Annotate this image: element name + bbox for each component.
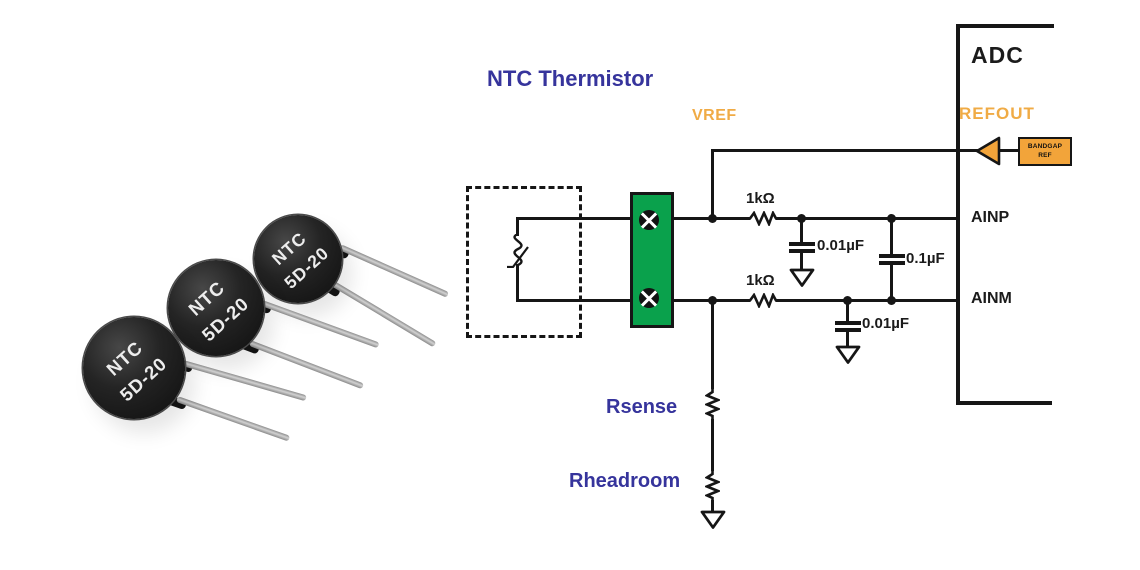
adc-box-top-border (956, 24, 1054, 28)
component-lead (175, 396, 291, 442)
wire (800, 217, 803, 242)
rheadroom-resistor-symbol (705, 470, 720, 502)
capacitor-symbol (835, 321, 861, 325)
wire (890, 264, 893, 301)
wire (846, 299, 849, 321)
bandgap-label-line2: REF (1038, 151, 1052, 159)
ainm-label: AINM (971, 290, 1012, 307)
cap-diff-value: 0.1µF (906, 250, 945, 267)
junction-dot (708, 296, 717, 305)
wire-ainp (776, 217, 958, 220)
refout-label: REFOUT (959, 104, 1035, 123)
junction-dot (708, 214, 717, 223)
terminal-screw-icon (639, 288, 659, 308)
ground-symbol (835, 345, 861, 364)
ground-symbol (789, 268, 815, 287)
bandgap-label-line1: BANDGAP (1027, 143, 1063, 151)
adc-label: ADC (971, 42, 1024, 68)
capacitor-symbol (879, 261, 905, 265)
rsense-resistor-symbol (705, 388, 720, 420)
junction-dot (887, 296, 896, 305)
junction-dot (797, 214, 806, 223)
wire (516, 217, 519, 236)
adc-box-bottom-border (956, 401, 1052, 405)
resistor-top-value: 1kΩ (746, 190, 775, 207)
rsense-label: Rsense (606, 396, 678, 418)
vref-label: VREF (692, 107, 737, 124)
resistor-symbol-top (745, 211, 781, 226)
diagram-title: NTC Thermistor (487, 66, 654, 91)
thermistor-disc (168, 260, 264, 356)
thermistor-probe-box (466, 186, 582, 338)
component-lead (260, 300, 380, 349)
capacitor-symbol (789, 249, 815, 253)
capacitor-symbol (789, 242, 815, 246)
cap-ainm-value: 0.01µF (862, 315, 909, 332)
wire-rsense (711, 299, 714, 389)
component-lead (248, 340, 365, 390)
wire (800, 253, 803, 270)
component-lead (182, 360, 307, 402)
wire-ainm (776, 299, 958, 302)
wire (846, 332, 849, 346)
capacitor-symbol (879, 254, 905, 258)
junction-dot (843, 296, 852, 305)
wire-vref (711, 149, 978, 152)
wire (711, 419, 714, 471)
junction-dot (887, 214, 896, 223)
wire (711, 500, 714, 512)
adc-box-left-border (956, 24, 960, 405)
wire-vref (711, 149, 714, 220)
buffer-amp-symbol (975, 136, 1001, 166)
ainp-label: AINP (971, 209, 1010, 226)
thermistor-disc (83, 317, 185, 419)
bandgap-ref-block: BANDGAP REF (1018, 137, 1072, 166)
cap-ainp-value: 0.01µF (817, 237, 864, 254)
component-lead (330, 280, 437, 348)
ground-symbol (700, 510, 726, 529)
resistor-bottom-value: 1kΩ (746, 272, 775, 289)
thermistor-disc (254, 215, 342, 303)
wire (516, 264, 519, 302)
rheadroom-label: Rheadroom (569, 470, 681, 492)
resistor-symbol-bottom (745, 293, 781, 308)
wire-bandgap (997, 149, 1018, 152)
thermistor-symbol (507, 234, 529, 268)
component-lead (338, 244, 450, 298)
terminal-screw-icon (639, 210, 659, 230)
capacitor-symbol (835, 328, 861, 332)
wire (890, 217, 893, 255)
